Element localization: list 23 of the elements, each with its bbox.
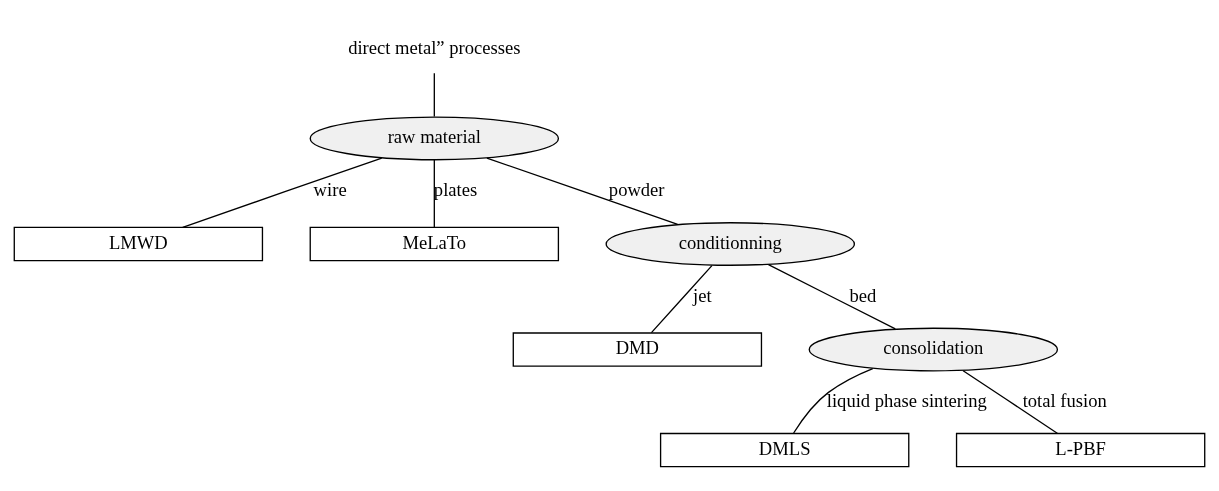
node-ellipse: raw material [309, 116, 560, 160]
connector [433, 158, 435, 228]
connector [486, 156, 679, 225]
node-text: direct metal” processes [348, 36, 521, 58]
node-ellipse: conditionning [605, 221, 856, 266]
connector [650, 264, 713, 333]
node-box: DMD [512, 331, 763, 367]
connector [767, 263, 896, 330]
edge-label: wire [313, 178, 347, 200]
edge-label: jet [693, 284, 712, 306]
connector [962, 369, 1059, 434]
edge-label: bed [849, 284, 877, 306]
node-box: MeLaTo [309, 226, 560, 261]
node-box: L-PBF [955, 432, 1206, 467]
connector [433, 72, 435, 117]
node-ellipse: consolidation [808, 327, 1059, 371]
connector [793, 367, 874, 434]
edge-label: liquid phase sintering [826, 389, 987, 411]
node-box: DMLS [659, 432, 910, 467]
node-box: LMWD [13, 226, 264, 261]
edge-label: powder [608, 178, 665, 200]
connector [182, 156, 383, 228]
edge-label: total fusion [1022, 389, 1107, 411]
